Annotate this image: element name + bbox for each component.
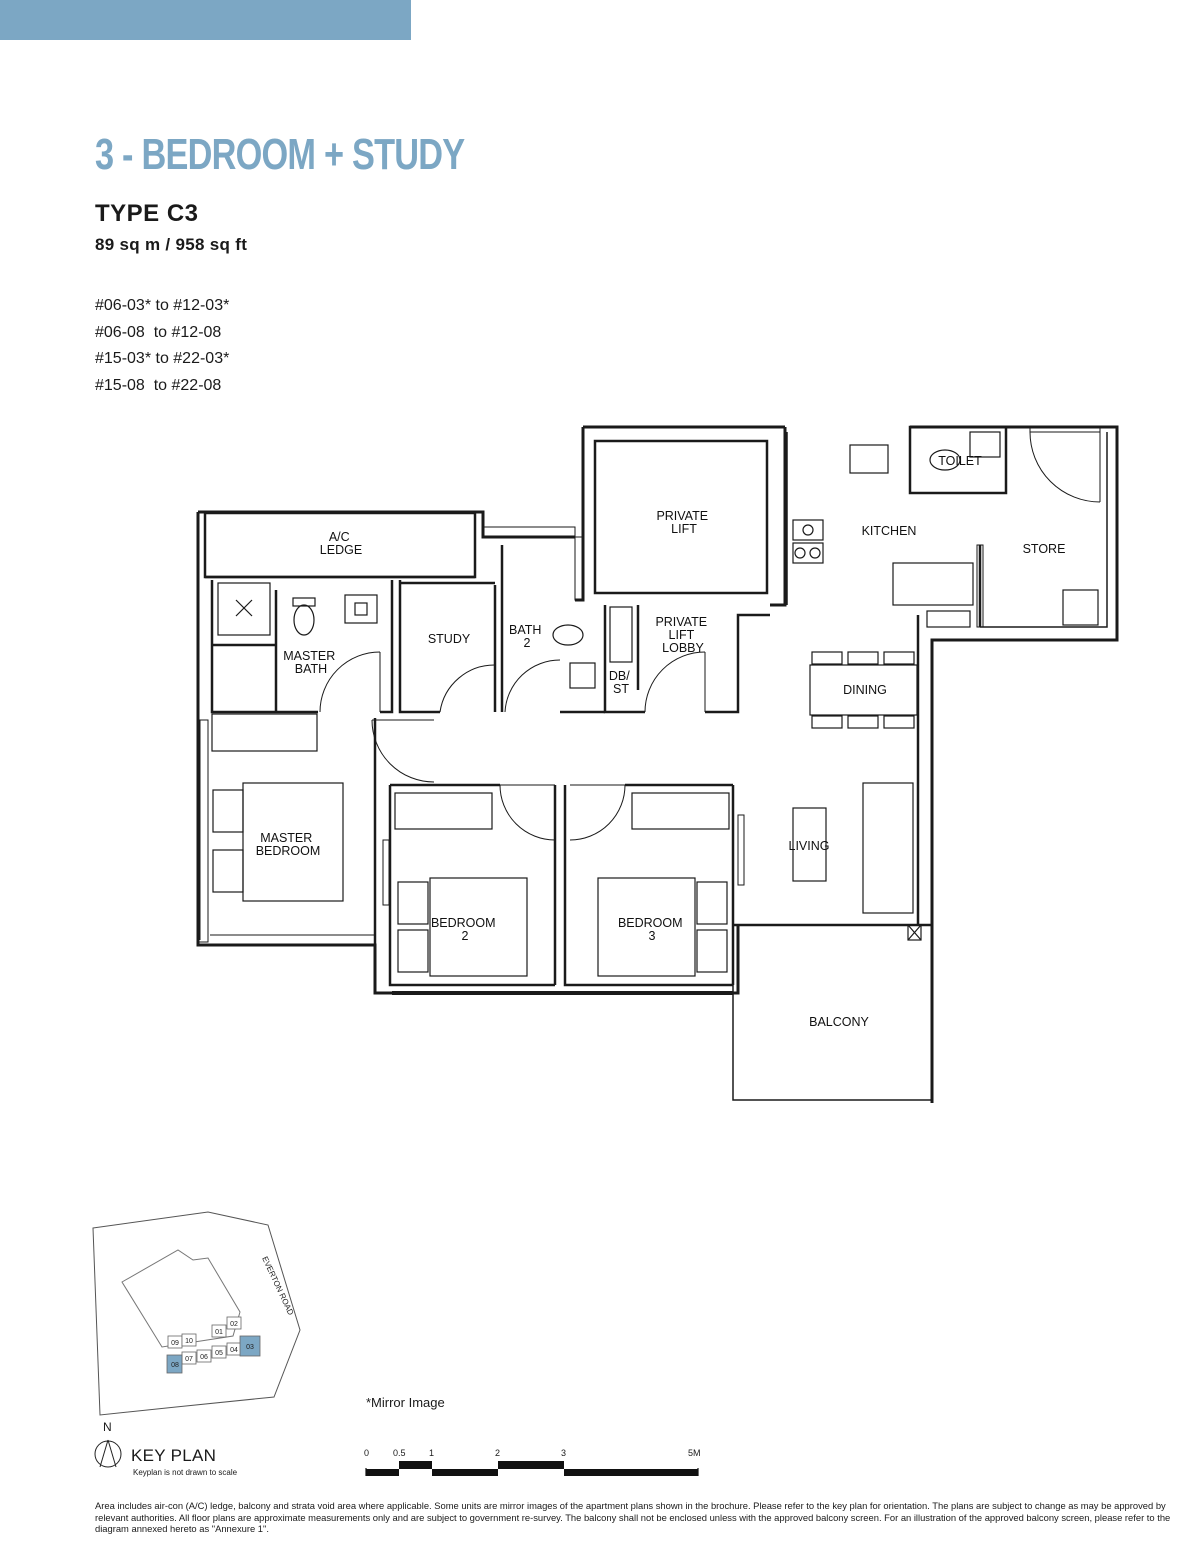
key-plan-map: EVERTON ROAD 09 10 01 02 08 07 06 05 04 …	[92, 1211, 301, 1468]
room-label-ac-ledge: A/C LEDGE	[320, 530, 362, 557]
room-label-dining: DINING	[843, 683, 887, 697]
svg-text:10: 10	[185, 1338, 193, 1345]
windows	[197, 426, 1101, 995]
room-label-balcony: BALCONY	[809, 1015, 869, 1029]
scale-tick-label: 0.5	[393, 1448, 406, 1458]
disclaimer: Area includes air-con (A/C) ledge, balco…	[95, 1500, 1171, 1534]
svg-text:04: 04	[230, 1347, 238, 1354]
north-arrow-icon	[94, 1439, 122, 1468]
unit-range: #15-03* to #22-03*	[95, 350, 230, 367]
room-label-bath-2: BATH 2	[509, 623, 545, 650]
unit-range: #06-03* to #12-03*	[95, 297, 230, 314]
north-label: N	[103, 1420, 112, 1434]
key-plan-title: KEY PLAN	[131, 1446, 217, 1465]
room-label-toilet: TOILET	[938, 454, 982, 468]
svg-text:06: 06	[200, 1354, 208, 1361]
interior-walls	[203, 425, 1108, 1101]
room-label-store: STORE	[1023, 542, 1066, 556]
unit-list: #06-03* to #12-03* #06-08 to #12-08 #15-…	[95, 293, 229, 399]
unit-range: #06-08 to #12-08	[95, 323, 222, 341]
mirror-image-note: *Mirror Image	[366, 1395, 445, 1410]
svg-text:05: 05	[215, 1350, 223, 1357]
road-label: EVERTON ROAD	[260, 1255, 295, 1317]
door-swings	[319, 431, 1101, 841]
svg-text:08: 08	[171, 1362, 179, 1369]
scale-bar	[365, 1461, 699, 1476]
key-plan-note: Keyplan is not drawn to scale	[133, 1468, 238, 1477]
page-title: 3 - BEDROOM + STUDY	[95, 130, 465, 179]
svg-text:02: 02	[230, 1321, 238, 1328]
room-label-bedroom-2: BEDROOM 2	[431, 916, 499, 943]
unit-type: TYPE C3	[95, 200, 199, 227]
scale-tick-label: 1	[429, 1448, 435, 1458]
unit-number-labels: 09 10 01 02 08 07 06 05 04 03	[171, 1321, 254, 1369]
room-label-private-lift-lobby: PRIVATE LIFT LOBBY	[655, 615, 710, 655]
top-accent-bar	[0, 0, 411, 40]
fixtures	[211, 431, 1099, 977]
floor-plan: A/C LEDGE PRIVATE LIFT TOILET KITCHEN ST…	[92, 425, 1119, 1476]
room-label-db-st: DB/ ST	[609, 669, 633, 696]
unit-area: 89 sq m / 958 sq ft	[95, 235, 248, 254]
room-label-living: LIVING	[789, 839, 830, 853]
unit-blocks	[166, 1316, 261, 1374]
svg-text:03: 03	[246, 1344, 254, 1351]
scale-tick-label: 2	[495, 1448, 501, 1458]
svg-text:09: 09	[171, 1340, 179, 1347]
site-boundary	[92, 1211, 301, 1416]
svg-text:07: 07	[185, 1356, 193, 1363]
room-label-master-bedroom: MASTER BEDROOM	[256, 831, 321, 858]
room-label-study: STUDY	[428, 632, 471, 646]
room-label-kitchen: KITCHEN	[862, 524, 917, 538]
room-label-bedroom-3: BEDROOM 3	[618, 916, 686, 943]
svg-text:01: 01	[215, 1329, 223, 1336]
room-label-private-lift: PRIVATE LIFT	[656, 509, 711, 536]
scale-tick-label: 3	[561, 1448, 567, 1458]
scale-tick-label: 0	[364, 1448, 370, 1458]
scale-tick-label: 5M	[688, 1448, 701, 1458]
exterior-walls	[196, 425, 1119, 1103]
unit-range: #15-08 to #22-08	[95, 376, 222, 394]
room-label-master-bath: MASTER BATH	[283, 649, 339, 676]
room-labels: A/C LEDGE PRIVATE LIFT TOILET KITCHEN ST…	[256, 454, 1066, 1029]
